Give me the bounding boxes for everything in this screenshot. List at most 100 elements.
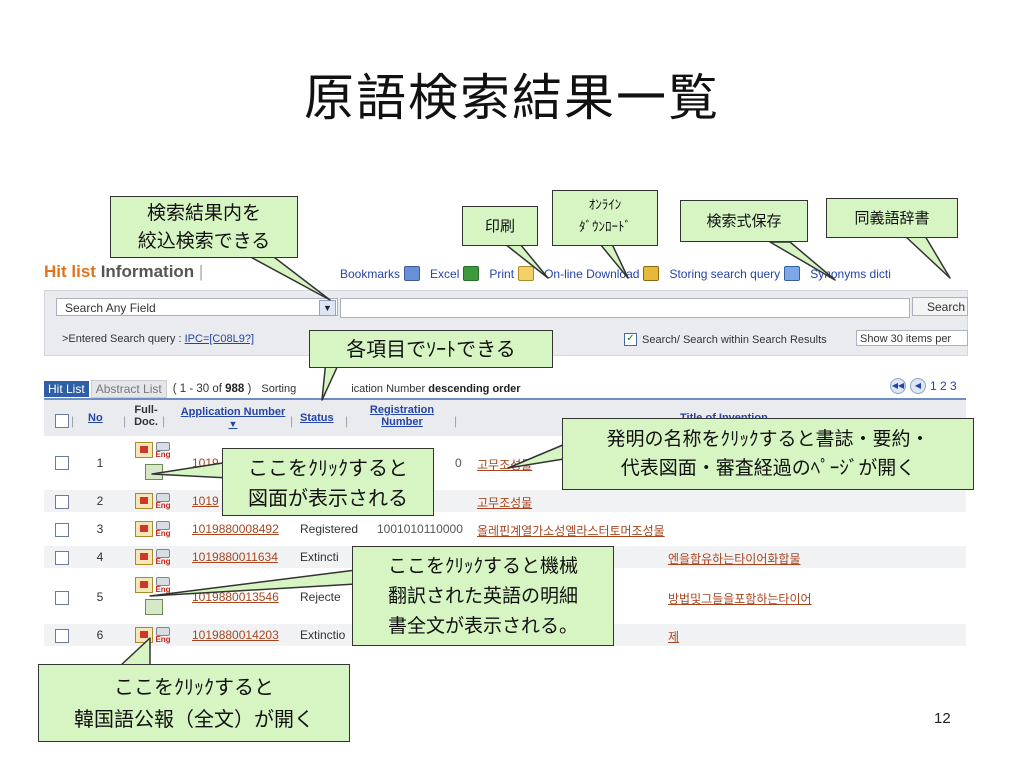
korean-pdf-icon[interactable] [135, 493, 153, 509]
search-button[interactable]: Search [912, 297, 968, 316]
status-value: Extincti [300, 550, 339, 564]
sorting-info: Sorting ication Number descending order [261, 383, 520, 395]
invention-title-link[interactable]: 엔을함유하는타이어화합물 [668, 552, 801, 566]
korean-pdf-icon[interactable] [135, 549, 153, 565]
english-translation-icon[interactable]: Eng [155, 442, 171, 459]
heading-separator: | [198, 262, 204, 281]
header-separator: | [454, 414, 458, 428]
status-value: Registered [300, 522, 359, 536]
information-label: Information [100, 262, 195, 281]
column-registration-number[interactable]: Registration Number [369, 404, 435, 428]
prev-page-icon[interactable]: ◀ [910, 378, 926, 394]
select-all-checkbox[interactable] [55, 414, 69, 428]
invention-title-link[interactable]: 고무조성물 [477, 496, 533, 510]
column-application-number[interactable]: Application Number▼ [174, 406, 292, 430]
application-number-link[interactable]: 1019880014203 [192, 628, 279, 642]
column-no[interactable]: No [88, 412, 103, 424]
row-checkbox[interactable] [55, 495, 69, 509]
search-field-select[interactable]: Search Any Field ▼ [56, 298, 338, 316]
korean-pdf-callout: ここをｸﾘｯｸすると 韓国語公報（全文）が開く [38, 664, 350, 742]
application-number-link[interactable]: 1019880011634 [192, 550, 278, 564]
header-separator: | [162, 414, 166, 428]
row-checkbox[interactable] [55, 591, 69, 605]
invention-title-link[interactable]: 고무조성물 [477, 458, 533, 472]
excel-label: Excel [430, 266, 460, 281]
page-number: 12 [934, 710, 951, 727]
row-checkbox[interactable] [55, 551, 69, 565]
storing-query-button[interactable]: Storing search query [669, 266, 801, 281]
slide-title: 原語検索結果一覧 [304, 69, 720, 127]
entered-query-label: >Entered Search query : [62, 333, 182, 345]
result-count: ( 1 - 30 of 988 ) [173, 383, 252, 395]
english-translation-icon[interactable]: Eng [155, 549, 171, 566]
online-download-button[interactable]: On-line Download [544, 266, 660, 281]
invention-title-link[interactable]: 방법및그들을포함하는타이어 [668, 592, 812, 606]
status-value: Extinctio [300, 628, 346, 642]
count-suffix: ) [244, 383, 252, 395]
table-row: 3 Eng 1019880008492 Registered 100101011… [44, 518, 966, 540]
first-page-icon[interactable]: ◀◀ [890, 378, 906, 394]
row-number: 6 [96, 628, 104, 642]
english-translation-icon[interactable]: Eng [155, 627, 171, 644]
bookmarks-button[interactable]: Bookmarks [340, 266, 421, 281]
print-label: Print [489, 266, 515, 281]
chevron-down-icon[interactable]: ▼ [319, 300, 336, 316]
application-number-link[interactable]: 1019 [192, 494, 219, 508]
translation-callout-pointer [149, 569, 357, 597]
header-separator: | [345, 414, 349, 428]
toolbar: Bookmarks Excel Print On-line Download S… [340, 266, 895, 281]
search-input[interactable] [340, 298, 910, 318]
page-links[interactable]: 1 2 3 [930, 379, 957, 393]
application-number-label: Application Number [180, 406, 286, 418]
english-translation-icon[interactable]: Eng [155, 521, 171, 538]
drawing-image-icon[interactable] [145, 599, 163, 615]
download-callout-pointer [599, 243, 629, 279]
sort-callout: 各項目でｿｰﾄできる [309, 330, 553, 368]
row-checkbox[interactable] [55, 456, 69, 470]
refine-callout: 検索結果内を 絞込検索できる [110, 196, 298, 258]
download-icon [643, 266, 660, 281]
bookmarks-icon [404, 266, 421, 281]
english-translation-icon[interactable]: Eng [155, 493, 171, 510]
application-number-link[interactable]: 1019880013546 [192, 590, 279, 604]
table-row: 5 Eng 1019880013546 Rejecte 방법및그들을포함하는타이… [44, 576, 966, 618]
sort-desc-icon: ▼ [228, 419, 238, 429]
translation-callout: ここをｸﾘｯｸすると機械 翻訳された英語の明細 書全文が表示される。 [352, 546, 614, 646]
korean-pdf-icon[interactable] [135, 442, 153, 458]
korean-pdf-icon[interactable] [135, 577, 153, 593]
pager: ◀◀ ◀ 1 2 3 [890, 378, 957, 394]
sorting-prefix: Sorting [261, 383, 297, 395]
items-per-page-select[interactable]: Show 30 items per [856, 330, 968, 346]
column-full-doc: Full- Doc. [134, 404, 158, 428]
row-checkbox[interactable] [55, 629, 69, 643]
search-within-checkbox[interactable]: ✓ [624, 333, 637, 346]
korean-pdf-icon[interactable] [135, 521, 153, 537]
print-button[interactable]: Print [489, 266, 535, 281]
invention-title-link[interactable]: 올레핀계열가소성엘라스터토머조성물 [477, 524, 665, 538]
header-separator: | [290, 414, 294, 428]
print-callout: 印刷 [462, 206, 538, 246]
search-within-option[interactable]: ✓ Search/ Search within Search Results [624, 333, 827, 346]
english-translation-icon[interactable]: Eng [155, 577, 171, 594]
title-callout-pointer [507, 441, 571, 469]
tab-hit-list[interactable]: Hit List [44, 381, 89, 397]
tab-abstract-list[interactable]: Abstract List [90, 380, 167, 398]
storing-query-label: Storing search query [669, 266, 781, 281]
save-query-icon [784, 266, 801, 281]
registration-number: 0 [455, 456, 462, 470]
row-number: 1 [96, 456, 104, 470]
row-checkbox[interactable] [55, 523, 69, 537]
column-status[interactable]: Status [300, 412, 334, 424]
synonym-callout-pointer [904, 235, 951, 279]
search-within-label: Search/ Search within Search Results [642, 333, 827, 346]
excel-icon [463, 266, 480, 281]
search-field-value: Search Any Field [65, 301, 156, 315]
entered-query-link[interactable]: IPC=[C08L9?] [184, 333, 255, 345]
registration-number: 1001010110000 [377, 522, 463, 536]
excel-button[interactable]: Excel [430, 266, 480, 281]
status-value: Rejecte [300, 590, 341, 604]
application-number-link[interactable]: 1019880008492 [192, 522, 279, 536]
printer-icon [518, 266, 535, 281]
invention-title-link[interactable]: 제 [668, 630, 680, 644]
